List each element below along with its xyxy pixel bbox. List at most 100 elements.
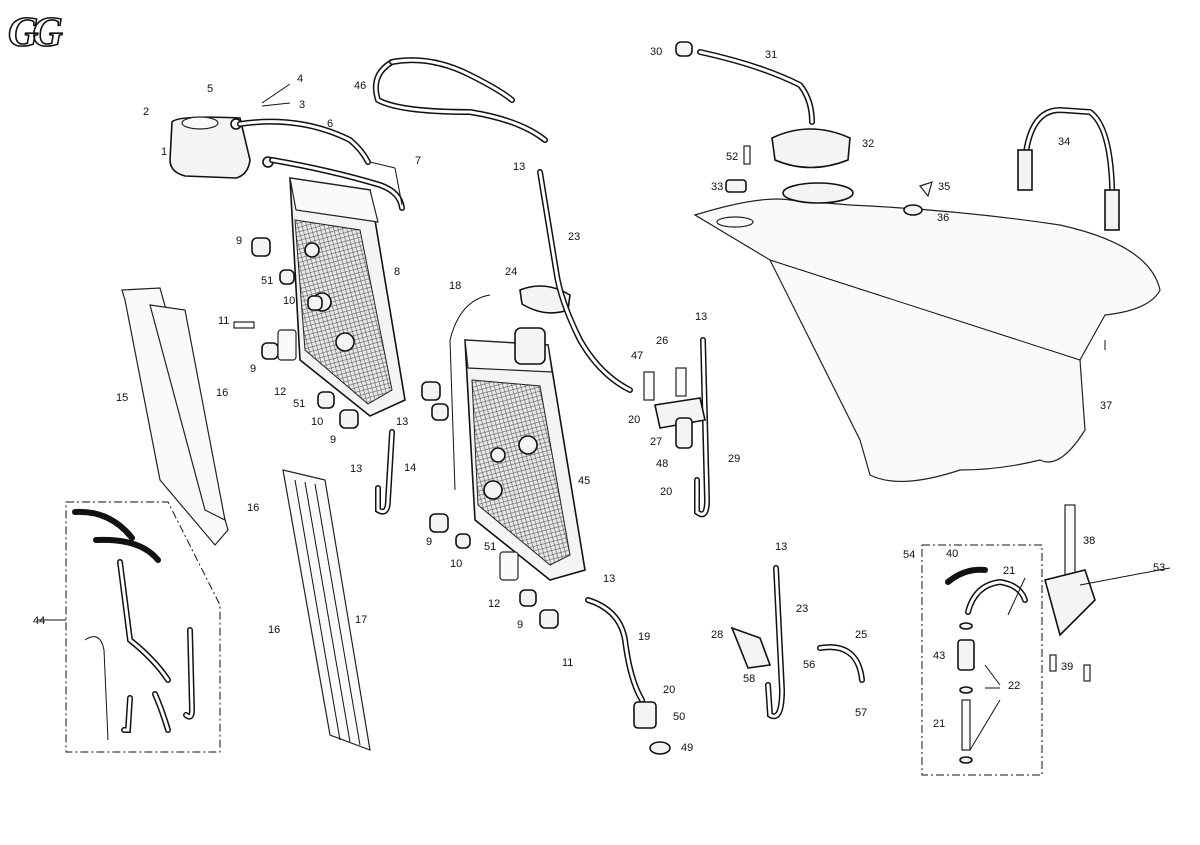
callout-22: 22 (1008, 680, 1020, 692)
callout-31: 31 (765, 49, 777, 61)
callout-38: 38 (1083, 535, 1095, 547)
strap-34 (1017, 106, 1120, 231)
callout-19: 19 (638, 631, 650, 643)
callout-40: 40 (946, 548, 958, 560)
tank-small-parts (725, 145, 933, 216)
callout-56: 56 (803, 659, 815, 671)
callout-1: 1 (161, 146, 167, 158)
callout-10c: 10 (450, 558, 462, 570)
callout-9a: 9 (236, 235, 242, 247)
callout-13e: 13 (603, 573, 615, 585)
callout-46: 46 (354, 80, 366, 92)
gg-logo: GG (7, 9, 69, 57)
callout-16c: 16 (268, 624, 280, 636)
hose-23-upper (537, 169, 633, 393)
callout-48: 48 (656, 458, 668, 470)
callout-47: 47 (631, 350, 643, 362)
callout-2: 2 (143, 106, 149, 118)
callout-58: 58 (743, 673, 755, 685)
callout-26: 26 (656, 335, 668, 347)
fuel-kit-box-54 (921, 544, 1043, 776)
leader-lines (37, 83, 1171, 751)
hose-25 (817, 644, 865, 683)
callout-15: 15 (116, 392, 128, 404)
callout-21a: 21 (1003, 565, 1015, 577)
callout-34: 34 (1058, 136, 1070, 148)
callout-7: 7 (415, 155, 421, 167)
callout-12a: 12 (274, 386, 286, 398)
callout-3: 3 (299, 99, 305, 111)
callout-13a: 13 (513, 161, 525, 173)
callout-10a: 10 (283, 295, 295, 307)
callout-28: 28 (711, 629, 723, 641)
callout-50: 50 (673, 711, 685, 723)
hose-46 (372, 57, 548, 143)
hose-14 (375, 429, 395, 515)
callout-44: 44 (33, 615, 45, 627)
callout-53: 53 (1153, 562, 1165, 574)
grille-17 (282, 469, 371, 751)
callout-37: 37 (1100, 400, 1112, 412)
tank-hose-7 (269, 157, 405, 211)
callout-49: 49 (681, 742, 693, 754)
callout-29: 29 (728, 453, 740, 465)
callout-39: 39 (1061, 661, 1073, 673)
callout-25: 25 (855, 629, 867, 641)
callout-9e: 9 (517, 619, 523, 631)
callout-54: 54 (903, 549, 915, 561)
callout-5: 5 (207, 83, 213, 95)
callout-6: 6 (327, 118, 333, 130)
callout-20b: 20 (660, 486, 672, 498)
callout-35: 35 (938, 181, 950, 193)
left-grommets (233, 237, 359, 429)
callout-14: 14 (404, 462, 416, 474)
callout-23b: 23 (796, 603, 808, 615)
callout-24: 24 (505, 266, 517, 278)
callout-9c: 9 (330, 434, 336, 446)
hose-29 (643, 337, 711, 518)
callout-30: 30 (650, 46, 662, 58)
fuel-tap (1044, 504, 1096, 682)
callout-45: 45 (578, 475, 590, 487)
callout-labels: 1 2 3 4 5 6 7 8 9 9 9 9 9 10 10 10 11 11… (33, 46, 1165, 754)
callout-51b: 51 (293, 398, 305, 410)
callout-16b: 16 (247, 502, 259, 514)
wire-18 (449, 294, 491, 491)
callout-51c: 51 (484, 541, 496, 553)
callout-13b: 13 (396, 416, 408, 428)
callout-57: 57 (855, 707, 867, 719)
callout-13d: 13 (695, 311, 707, 323)
callout-43: 43 (933, 650, 945, 662)
callout-27: 27 (650, 436, 662, 448)
hose-23-lower (730, 565, 786, 720)
overflow-tank (169, 116, 274, 179)
left-radiator (289, 177, 406, 417)
callout-33: 33 (711, 181, 723, 193)
right-radiator (464, 327, 586, 581)
callout-17: 17 (355, 614, 367, 626)
callout-10b: 10 (311, 416, 323, 428)
callout-21b: 21 (933, 718, 945, 730)
tank-cap-32 (675, 41, 851, 169)
callout-32: 32 (862, 138, 874, 150)
callout-13f: 13 (775, 541, 787, 553)
callout-9b: 9 (250, 363, 256, 375)
fuel-tank (693, 182, 1161, 482)
right-grommets (421, 381, 559, 629)
callout-11a: 11 (218, 315, 229, 327)
callout-11b: 11 (562, 657, 573, 669)
callout-20c: 20 (663, 684, 675, 696)
callout-12b: 12 (488, 598, 500, 610)
callout-23a: 23 (568, 231, 580, 243)
hose-19 (585, 597, 671, 755)
tank-hose-6 (237, 118, 371, 165)
callout-18: 18 (449, 280, 461, 292)
shroud-15 (121, 287, 229, 546)
callout-13c: 13 (350, 463, 362, 475)
hose-kit-box-44 (65, 501, 221, 753)
callout-16a: 16 (216, 387, 228, 399)
callout-36: 36 (937, 212, 949, 224)
callout-20a: 20 (628, 414, 640, 426)
callout-52: 52 (726, 151, 738, 163)
